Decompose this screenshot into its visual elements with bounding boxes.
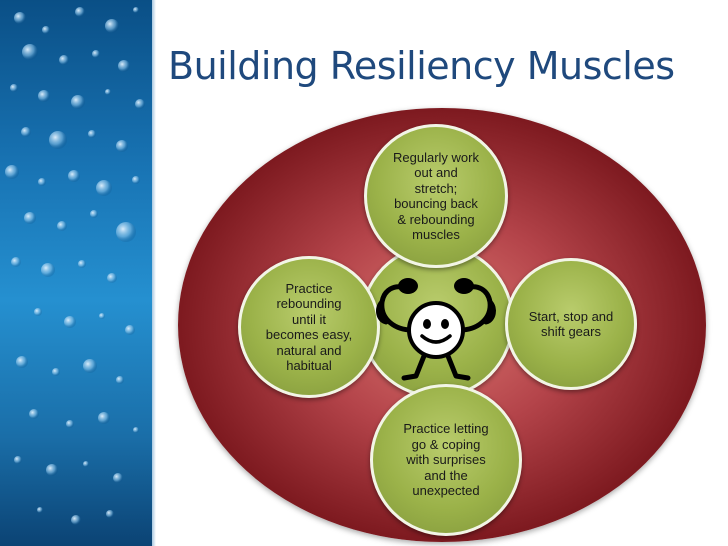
slide-title: Building Resiliency Muscles xyxy=(168,44,675,88)
strip-edge xyxy=(152,0,156,546)
node-top: Regularly work out and stretch; bouncing… xyxy=(364,124,508,268)
flexing-muscle-man-icon xyxy=(376,278,496,381)
node-bottom-label: Practice letting go & coping with surpri… xyxy=(403,421,489,499)
node-right: Start, stop and shift gears xyxy=(505,258,637,390)
node-left-label: Practice rebounding until it becomes eas… xyxy=(265,280,353,374)
node-left: Practice rebounding until it becomes eas… xyxy=(238,256,380,398)
node-right-label: Start, stop and shift gears xyxy=(528,308,614,340)
node-top-label: Regularly work out and stretch; bouncing… xyxy=(393,149,479,243)
node-bottom: Practice letting go & coping with surpri… xyxy=(370,384,522,536)
water-bubbles-decoration xyxy=(0,0,152,546)
